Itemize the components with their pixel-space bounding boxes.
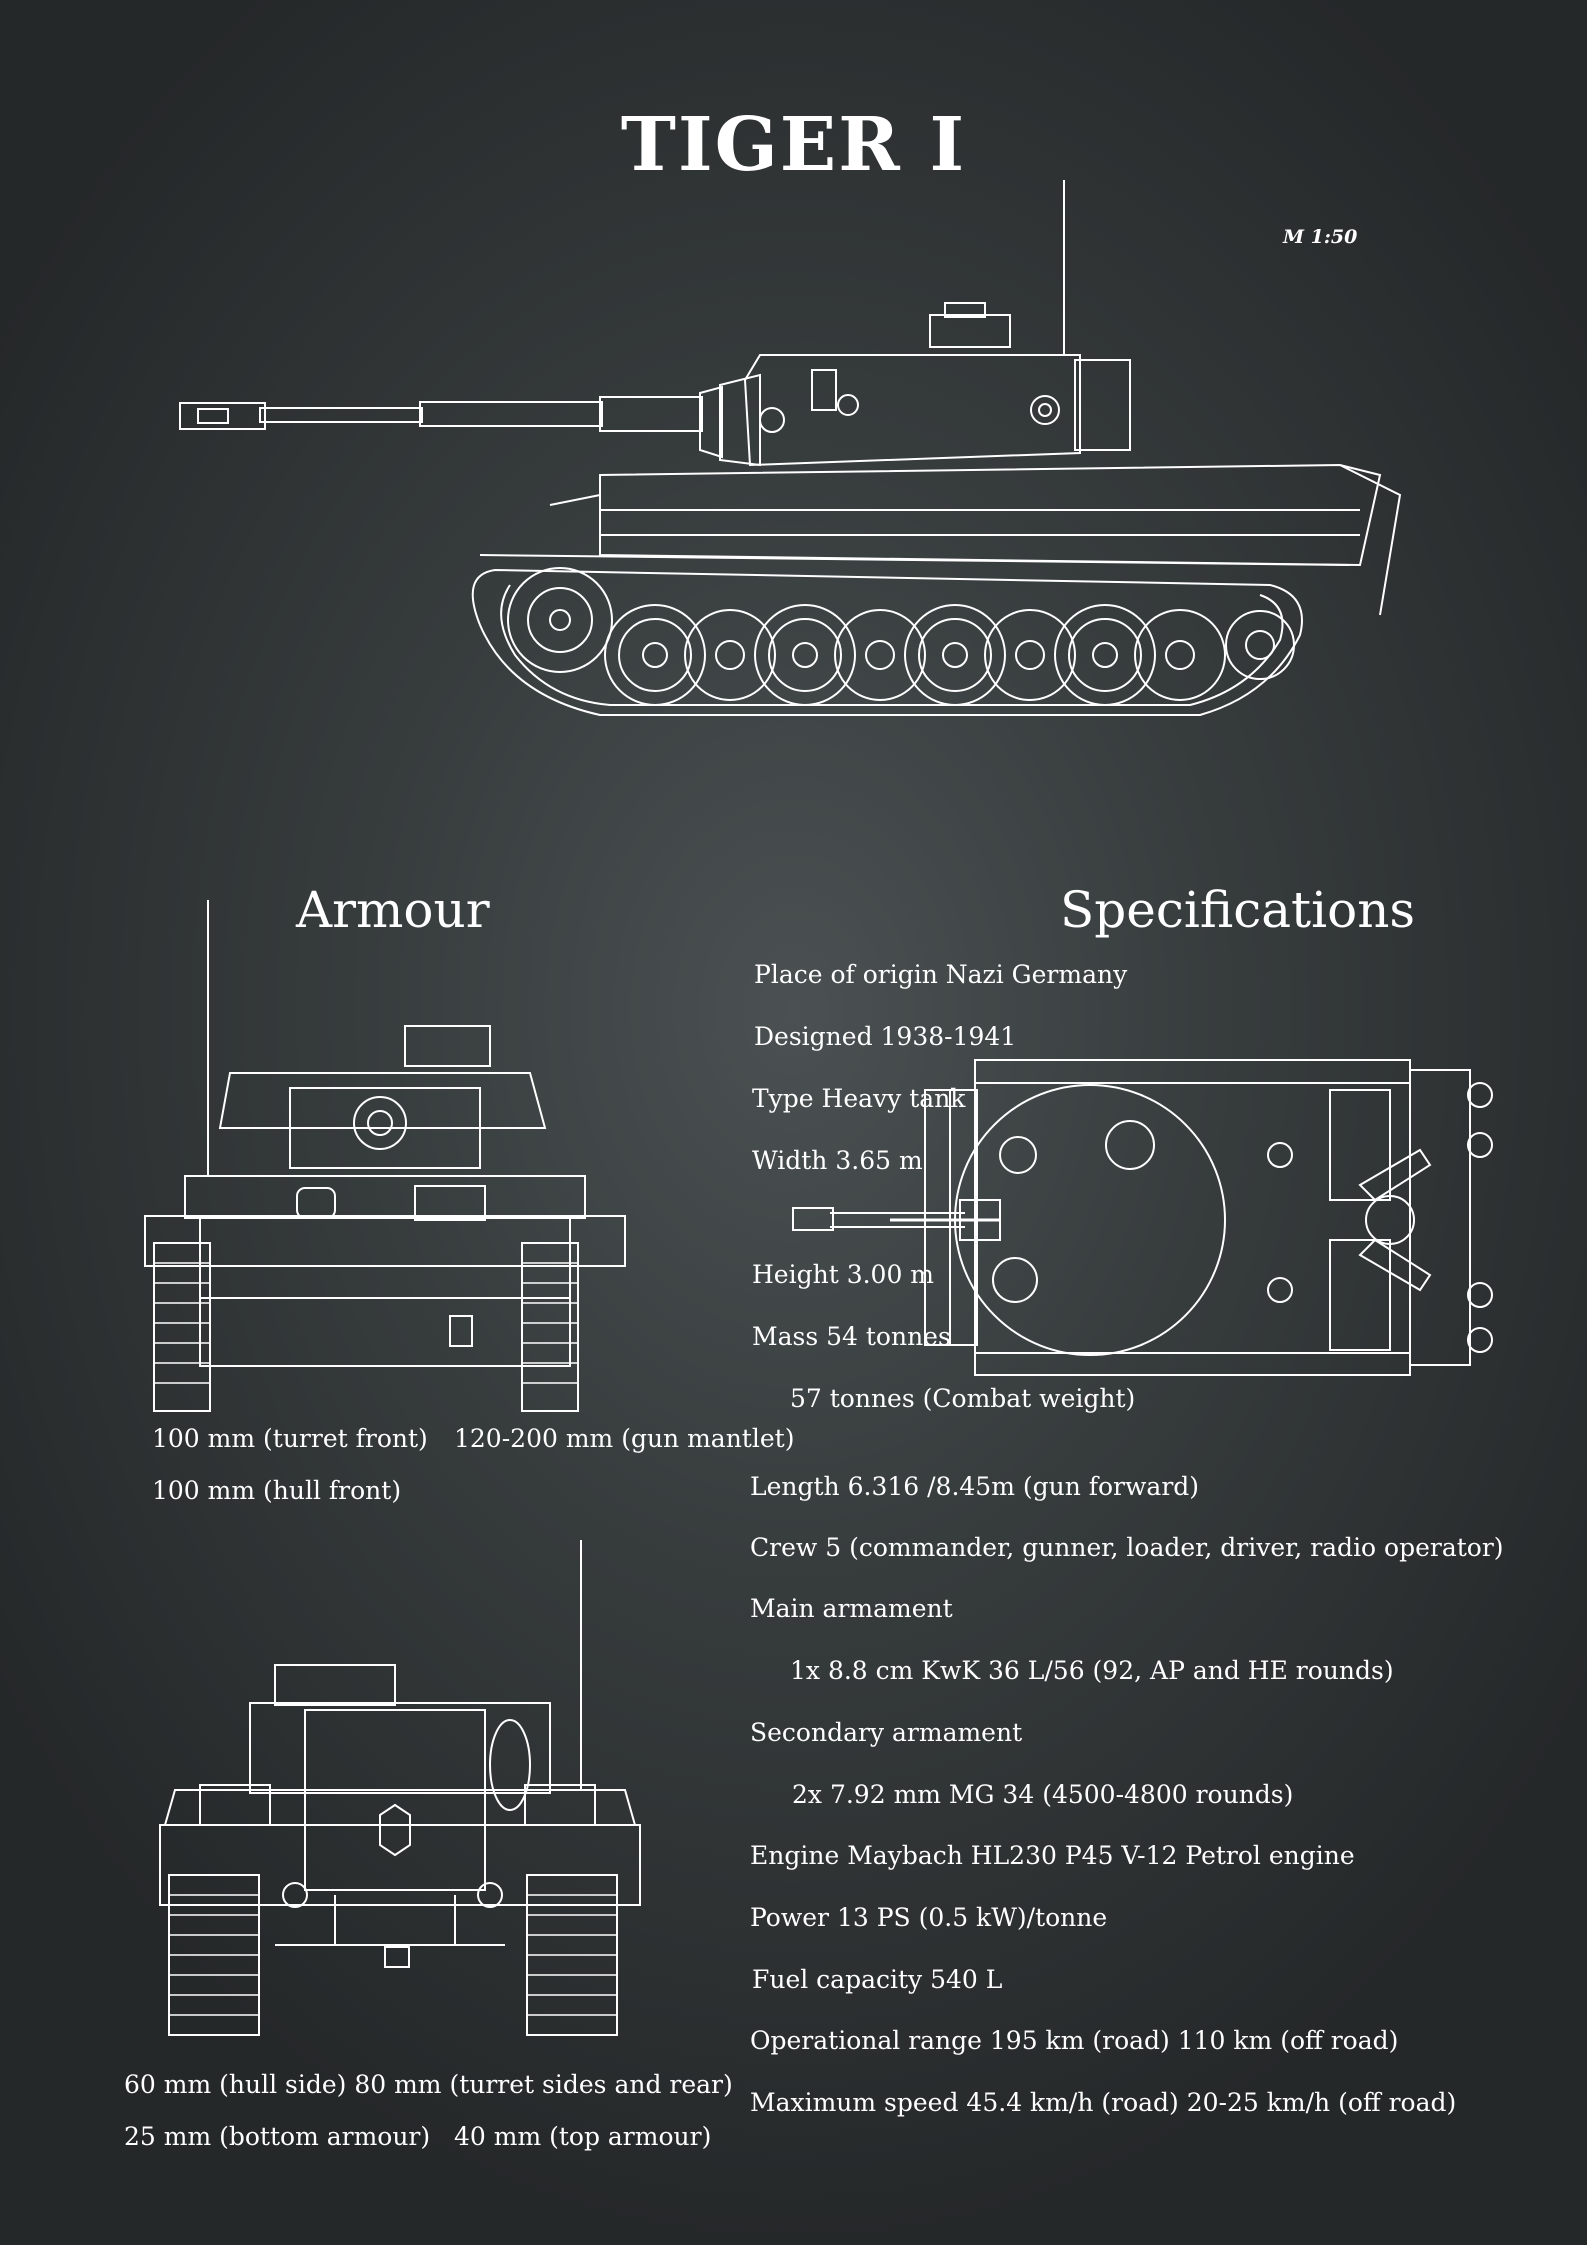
spec-designed: Designed 1938-1941	[754, 1022, 1017, 1051]
armour-note-sides: 60 mm (hull side) 80 mm (turret sides an…	[124, 2070, 733, 2099]
spec-main-armament: Main armament	[750, 1594, 953, 1623]
spec-engine: Engine Maybach HL230 P45 V-12 Petrol eng…	[750, 1841, 1355, 1870]
tank-top-view	[790, 1055, 1510, 1385]
armour-heading: Armour	[296, 881, 490, 939]
tank-rear-view	[155, 1535, 645, 2045]
spec-power: Power 13 PS (0.5 kW)/tonne	[750, 1903, 1108, 1932]
scale-label: M 1:50	[1283, 226, 1358, 248]
armour-note-gun-mantlet: 120-200 mm (gun mantlet)	[454, 1424, 795, 1453]
spec-combat-weight: 57 tonnes (Combat weight)	[790, 1384, 1136, 1413]
spec-secondary-armament: Secondary armament	[750, 1718, 1023, 1747]
specifications-heading: Specifications	[1060, 881, 1416, 939]
armour-note-turret-front: 100 mm (turret front)	[152, 1424, 428, 1453]
armour-note-bottom-top: 25 mm (bottom armour) 40 mm (top armour)	[124, 2122, 712, 2151]
spec-main-armament-detail: 1x 8.8 cm KwK 36 L/56 (92, AP and HE rou…	[790, 1656, 1394, 1685]
tank-side-view	[160, 175, 1400, 735]
tank-front-view	[140, 898, 630, 1418]
page-title: TIGER I	[620, 102, 967, 188]
spec-range: Operational range 195 km (road) 110 km (…	[750, 2026, 1399, 2055]
spec-secondary-armament-detail: 2x 7.92 mm MG 34 (4500-4800 rounds)	[792, 1780, 1294, 1809]
spec-speed: Maximum speed 45.4 km/h (road) 20-25 km/…	[750, 2088, 1457, 2117]
spec-crew: Crew 5 (commander, gunner, loader, drive…	[750, 1533, 1504, 1562]
spec-origin: Place of origin Nazi Germany	[754, 960, 1128, 989]
spec-mass: Mass 54 tonnes	[752, 1322, 951, 1351]
spec-width: Width 3.65 m	[752, 1146, 923, 1175]
spec-type: Type Heavy tank	[752, 1084, 966, 1113]
spec-length: Length 6.316 /8.45m (gun forward)	[750, 1472, 1200, 1501]
spec-fuel: Fuel capacity 540 L	[752, 1965, 1003, 1994]
armour-note-hull-front: 100 mm (hull front)	[152, 1476, 402, 1505]
spec-height: Height 3.00 m	[752, 1260, 935, 1289]
